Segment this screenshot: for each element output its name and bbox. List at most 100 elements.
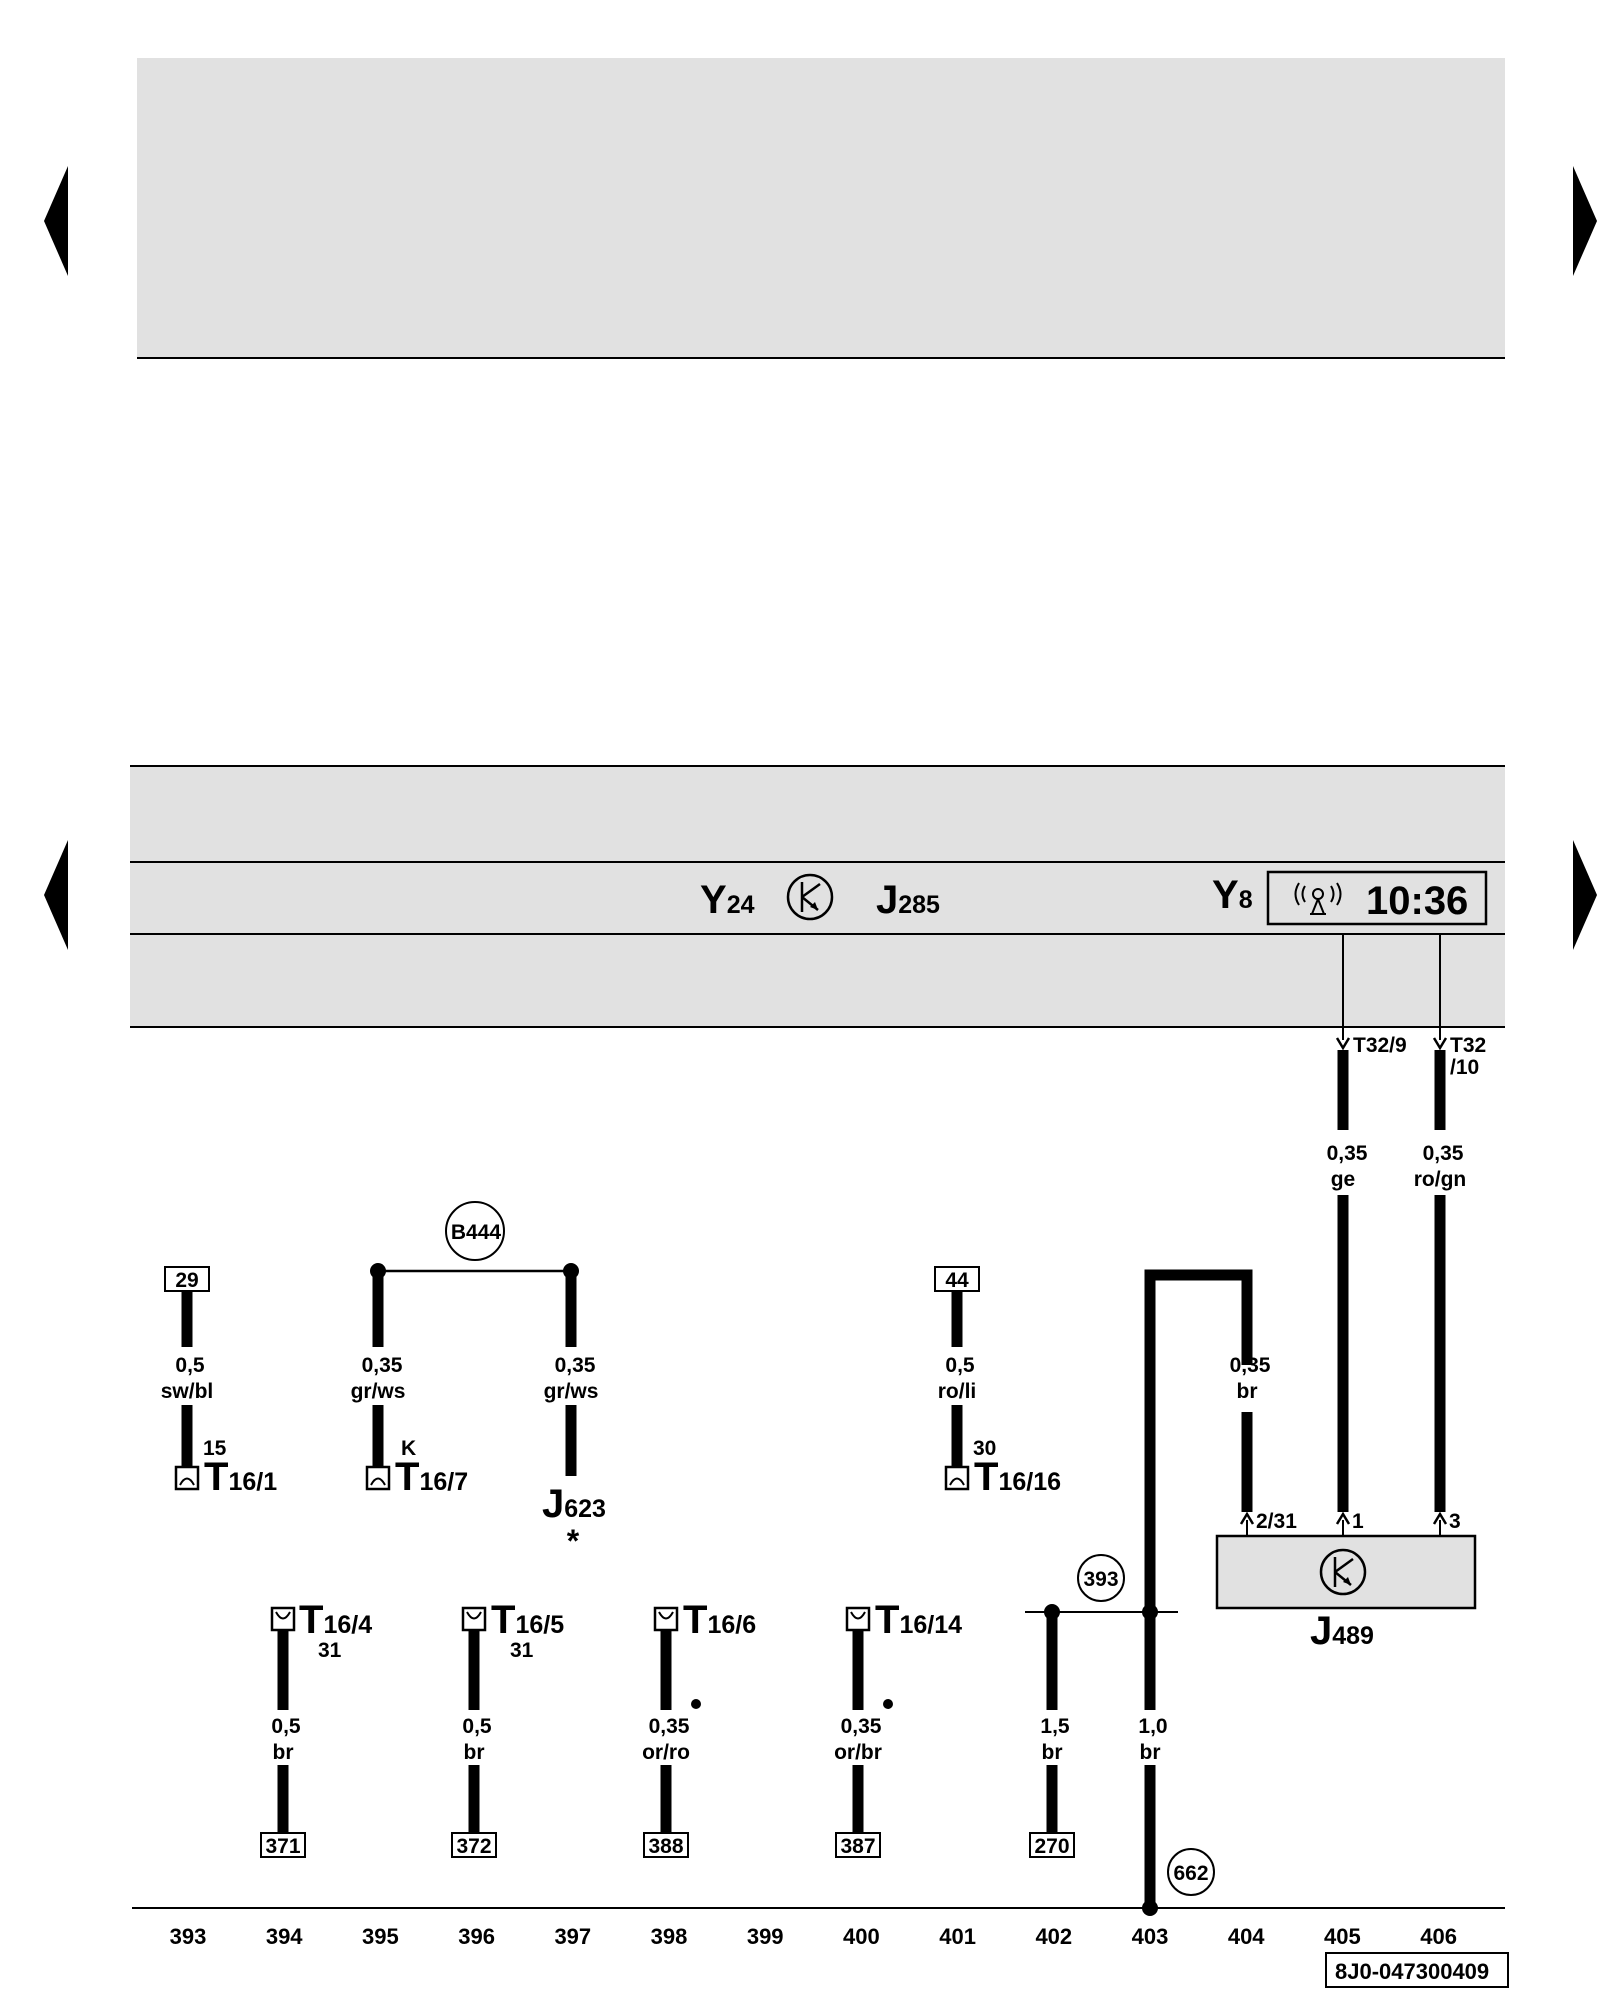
clock-display-text: 10:36: [1366, 879, 1468, 923]
current-path-number: 404: [1228, 1924, 1265, 1949]
t16-6-connector-icon: [653, 1606, 679, 1632]
terminal-388: [643, 1832, 689, 1858]
drawing-code: 8J0-047300409: [1335, 1959, 1489, 1984]
t16-5-pin: 31: [510, 1639, 534, 1662]
b444-label: B444: [451, 1221, 502, 1244]
terminal-270: [1029, 1832, 1075, 1858]
wire-405-gauge: 0,35: [1327, 1142, 1368, 1165]
terminal-388-label: 388: [648, 1835, 683, 1858]
t32-9-connector-arrow: [1335, 1037, 1351, 1051]
y24-label: Y24: [700, 878, 755, 922]
radio-clock-display: [1266, 870, 1488, 926]
wire-399-twisted-dot: [883, 1699, 893, 1709]
wire-394-gauge: 0,5: [271, 1715, 301, 1738]
next-page-arrow-lower[interactable]: [1573, 840, 1597, 950]
current-path-number: 395: [362, 1924, 399, 1949]
current-path-number: 400: [843, 1924, 880, 1949]
t16-7-connector-icon: [365, 1465, 391, 1491]
j489-label: J489: [1310, 1609, 1374, 1653]
current-path-number: 396: [458, 1924, 495, 1949]
wire-400-color: ro/li: [938, 1380, 977, 1403]
current-path-number: 397: [554, 1924, 591, 1949]
t16-1-label: T16/1: [204, 1455, 277, 1499]
wire-393-color: sw/bl: [161, 1380, 214, 1403]
wire-402-gauge: 1,5: [1040, 1715, 1070, 1738]
wire-400-gauge: 0,5: [945, 1354, 975, 1377]
t16-4-pin: 31: [318, 1639, 342, 1662]
t16-6-label: T16/6: [683, 1598, 756, 1642]
wire-394-color: br: [273, 1741, 294, 1764]
wire-396-gauge: 0,5: [462, 1715, 492, 1738]
wire-406-color: ro/gn: [1414, 1168, 1467, 1191]
current-path-number: 402: [1035, 1924, 1072, 1949]
terminal-371: [260, 1832, 306, 1858]
t16-4-connector-icon: [270, 1606, 296, 1632]
wire-398-color: or/ro: [642, 1741, 690, 1764]
instrument-panel-band: [130, 766, 1505, 1027]
j489-pin-3-label: 3: [1449, 1510, 1461, 1533]
current-path-number: 393: [170, 1924, 207, 1949]
j285-label: J285: [876, 878, 940, 922]
wire-402-color: br: [1042, 1741, 1063, 1764]
wire-404-loop: [1144, 1269, 1253, 1655]
terminal-44-label: 44: [945, 1269, 969, 1292]
terminal-387-label: 387: [840, 1835, 875, 1858]
radio-antenna-icon: [1294, 882, 1342, 915]
t16-5-label: T16/5: [491, 1598, 564, 1642]
j623-label: J623: [542, 1482, 606, 1526]
t16-14-connector-icon: [845, 1606, 871, 1632]
top-panel: [137, 58, 1505, 358]
terminal-29-label: 29: [175, 1269, 198, 1292]
next-page-arrow[interactable]: [1573, 166, 1597, 276]
current-path-number: 401: [939, 1924, 976, 1949]
wire-403-gauge: 1,0: [1138, 1715, 1167, 1738]
prev-page-arrow-lower[interactable]: [44, 840, 68, 950]
ground-point-662-circle: [1167, 1848, 1215, 1896]
t16-1-connector-icon: [174, 1465, 200, 1491]
ground-connection-393-label: 393: [1083, 1568, 1118, 1591]
current-path-number: 394: [266, 1924, 303, 1949]
current-path-number: 398: [651, 1924, 688, 1949]
wire-398-gauge: 0,35: [649, 1715, 690, 1738]
t32-9-label: T32/9: [1353, 1034, 1407, 1057]
t16-14-label: T16/14: [875, 1598, 962, 1642]
b444-circle: [445, 1201, 505, 1261]
terminal-371-label: 371: [265, 1835, 300, 1858]
wire-405-color: ge: [1331, 1168, 1356, 1191]
wire-397-gauge: 0,35: [555, 1354, 596, 1377]
prev-page-arrow[interactable]: [44, 166, 68, 276]
wire-397-color: gr/ws: [544, 1380, 599, 1403]
current-path-number: 405: [1324, 1924, 1361, 1949]
drawing-code-box: [1325, 1952, 1509, 1988]
t16-5-connector-icon: [461, 1606, 487, 1632]
j489-pin-231-label: 2/31: [1256, 1510, 1297, 1533]
y8-label: Y8: [1212, 873, 1253, 917]
terminal-44: [934, 1266, 980, 1292]
t32-10-connector-arrow: [1432, 1037, 1448, 1051]
terminal-387: [835, 1832, 881, 1858]
j489-control-unit-icon: [1319, 1548, 1367, 1596]
t32-10-label-b: /10: [1450, 1056, 1479, 1079]
t16-16-label: T16/16: [974, 1455, 1061, 1499]
t16-4-label: T16/4: [299, 1598, 372, 1642]
wire-399-gauge: 0,35: [841, 1715, 882, 1738]
wire-403-color: br: [1140, 1741, 1161, 1764]
wire-399-color: or/br: [834, 1741, 882, 1764]
t16-16-pin: 30: [973, 1437, 996, 1460]
t16-1-pin: 15: [203, 1437, 227, 1460]
j489-pin-231-arrow: [1239, 1511, 1255, 1525]
t16-7-pin: K: [401, 1437, 416, 1460]
wire-404-gauge: 0,35: [1230, 1354, 1271, 1377]
t16-16-connector-icon: [944, 1465, 970, 1491]
wire-393-gauge: 0,5: [175, 1354, 205, 1377]
wire-398-twisted-dot: [691, 1699, 701, 1709]
ground-point-662-label: 662: [1173, 1862, 1208, 1885]
j489-control-unit-box: [1215, 1534, 1477, 1610]
j489-pin-3-arrow: [1432, 1511, 1448, 1525]
current-path-number: 406: [1420, 1924, 1457, 1949]
wire-396-color: br: [464, 1741, 485, 1764]
control-unit-icon: [786, 873, 834, 921]
terminal-270-label: 270: [1034, 1835, 1069, 1858]
